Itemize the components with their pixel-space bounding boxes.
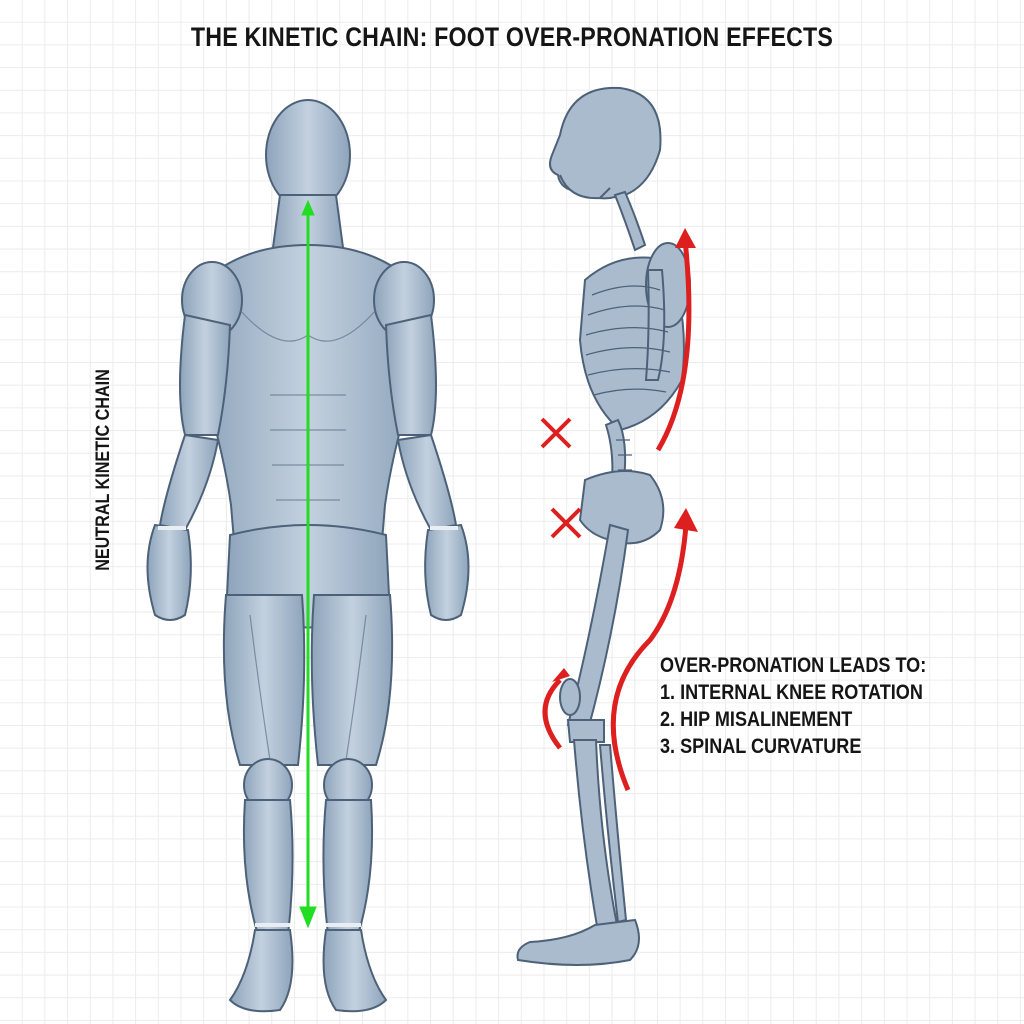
skeleton-figure-side <box>516 86 698 966</box>
over-pronation-notes: OVER-PRONATION LEADS TO: 1. INTERNAL KNE… <box>660 652 926 760</box>
page-title: THE KINETIC CHAIN: FOOT OVER-PRONATION E… <box>190 22 834 52</box>
notes-heading: OVER-PRONATION LEADS TO: <box>660 654 927 677</box>
x-mark-spine-icon <box>540 417 572 449</box>
notes-item: 3. SPINAL CURVATURE <box>660 735 862 758</box>
notes-item: 2. HIP MISALINEMENT <box>660 708 853 731</box>
x-mark-hip-icon <box>550 507 582 539</box>
compensation-arrows <box>542 239 692 791</box>
muscle-figure-front <box>146 99 470 1013</box>
neutral-chain-label: NEUTRAL KINETIC CHAIN <box>93 369 114 571</box>
notes-item: 1. INTERNAL KNEE ROTATION <box>660 681 923 704</box>
alignment-line <box>299 199 317 929</box>
